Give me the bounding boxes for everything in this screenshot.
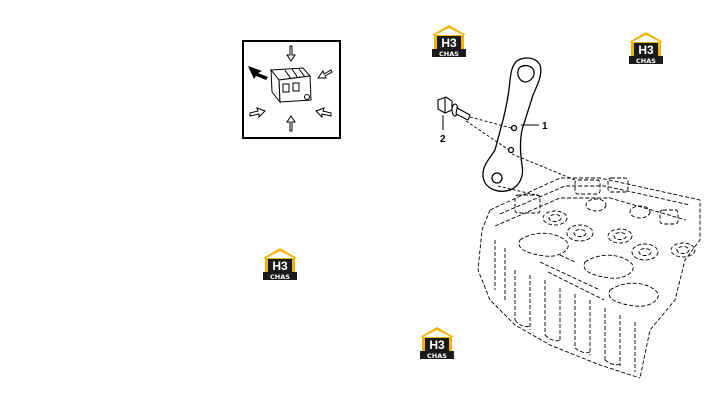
svg-text:H3: H3 <box>638 43 654 57</box>
mounting-bracket <box>482 57 542 192</box>
watermark-logo-1: H3 CHAS <box>432 25 466 58</box>
view-arrow <box>248 66 268 80</box>
svg-text:CHAS: CHAS <box>427 352 447 360</box>
callout-1: 1 <box>542 121 548 132</box>
svg-text:H3: H3 <box>429 338 445 352</box>
svg-text:CHAS: CHAS <box>439 50 459 58</box>
svg-text:H3: H3 <box>441 36 457 50</box>
svg-text:CHAS: CHAS <box>270 273 290 281</box>
cylinder-head-phantom <box>477 177 701 379</box>
callout-2: 2 <box>440 134 446 145</box>
bolt <box>437 96 471 121</box>
watermark-logo-2: H3 CHAS <box>629 32 663 65</box>
orientation-inset <box>242 40 341 139</box>
leader-lines <box>442 115 539 130</box>
svg-text:CHAS: CHAS <box>636 57 656 65</box>
watermark-logo-4: H3 CHAS <box>420 327 454 360</box>
svg-text:H3: H3 <box>272 259 288 273</box>
watermark-logo-3: H3 CHAS <box>263 248 297 281</box>
assembly-guide-lines <box>465 116 576 197</box>
